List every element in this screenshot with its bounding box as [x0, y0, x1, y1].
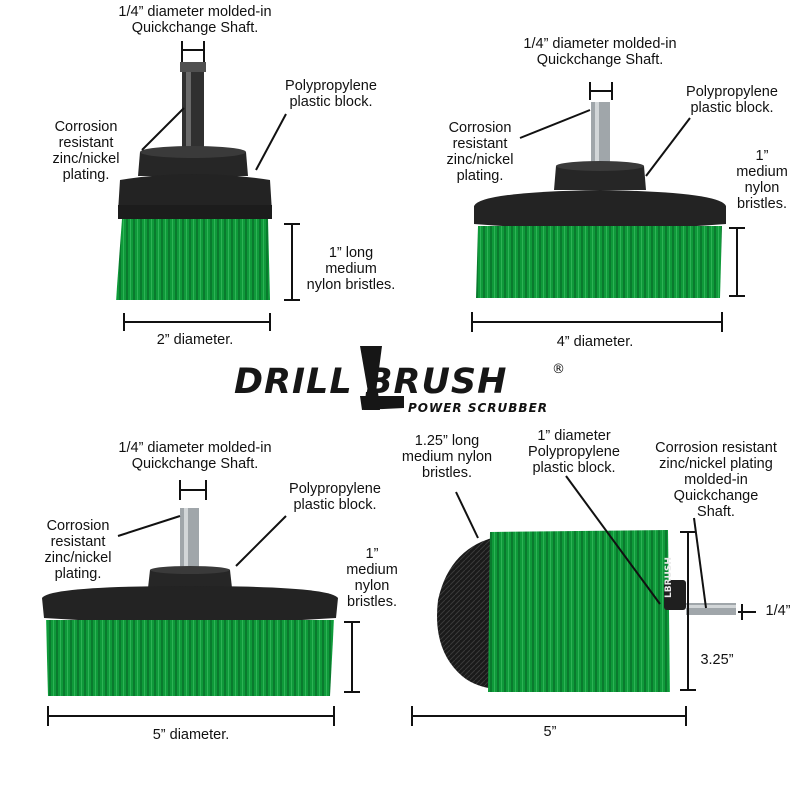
bristles-4-inch: [476, 226, 722, 298]
shaft-original: [686, 603, 736, 615]
length-label-original: 5”: [543, 724, 557, 740]
bristles-label-5-inch: 1” medium nylon bristles.: [346, 546, 398, 610]
shaft-label-2-inch: 1/4” diameter molded-in Quickchange Shaf…: [118, 4, 272, 36]
block-5-inch: [42, 586, 338, 623]
annotation-lines-4-inch: [471, 82, 745, 332]
block-label-5-inch: Polypropylene plastic block.: [289, 481, 381, 513]
brush-4-inch: [474, 102, 726, 298]
plating-label-2-inch: Corrosion resistant zinc/nickel plating.: [52, 119, 120, 183]
plating-label-5-inch: Corrosion resistant zinc/nickel plating.: [44, 518, 112, 582]
collar-original: [664, 580, 686, 610]
collar-logo-text: LBRUSH: [664, 557, 674, 598]
block-label-4-inch: Polypropylene plastic block.: [686, 84, 778, 116]
bristles-label-4-inch: 1” medium nylon bristles.: [736, 148, 788, 212]
annotation-lines-2-inch: [123, 41, 300, 331]
plating-label-original: Corrosion resistant zinc/nickel plating …: [655, 440, 777, 520]
shaft-2-inch: [182, 64, 204, 152]
brush-2-inch: [116, 62, 272, 300]
black-bristle-tip: [437, 536, 502, 690]
shaft-size-label-original: 1/4”: [765, 603, 791, 619]
block-label-2-inch: Polypropylene plastic block.: [285, 78, 377, 110]
shaft-label-5-inch: 1/4” diameter molded-in Quickchange Shaf…: [118, 440, 272, 472]
shaft-4-inch: [591, 102, 610, 166]
shaft-5-inch: [180, 508, 199, 570]
diameter-label-5-inch: 5” diameter.: [152, 727, 230, 743]
annotation-lines-original: [411, 475, 756, 726]
shaft-label-4-inch: 1/4” diameter molded-in Quickchange Shaf…: [523, 36, 677, 68]
logo-wordmark: DRILL BRUSH: [234, 362, 508, 402]
bristles-2-inch: [116, 219, 270, 300]
bristles-5-inch: [46, 620, 334, 696]
block-4-inch: [474, 190, 726, 229]
registered-mark: ®: [552, 362, 565, 377]
plating-label-4-inch: Corrosion resistant zinc/nickel plating.: [446, 120, 514, 184]
block-label-original: 1” diameter Polypropylene plastic block.: [528, 428, 620, 476]
brush-original: [437, 530, 736, 692]
diameter-label-4-inch: 4” diameter.: [556, 334, 634, 350]
annotation-lines-5-inch: [47, 480, 360, 726]
bristles-label-original: 1.25” long medium nylon bristles.: [401, 433, 493, 481]
bristles-label-2-inch: 1” long medium nylon bristles.: [306, 245, 396, 293]
bristles-original: [488, 530, 670, 692]
logo-mark: [360, 346, 404, 410]
brush-5-inch: [42, 508, 338, 696]
height-label-original: 3.25”: [700, 652, 734, 668]
logo-tagline: POWER SCRUBBER: [408, 401, 549, 415]
diameter-label-2-inch: 2” diameter.: [156, 332, 234, 348]
